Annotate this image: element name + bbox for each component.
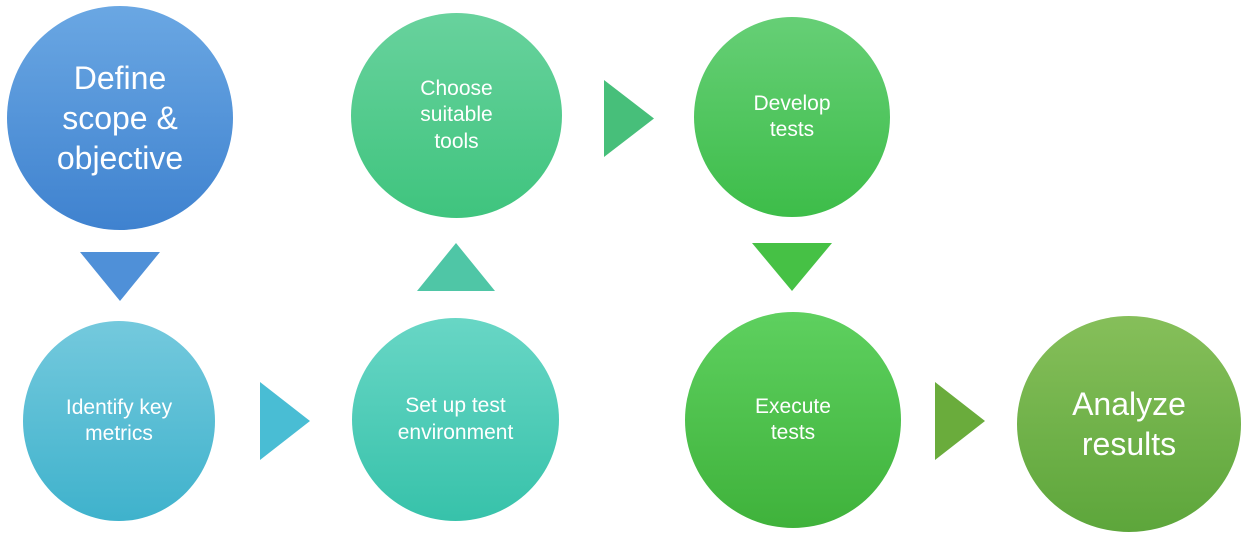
step-develop-tests: Develop tests xyxy=(694,17,890,217)
arrow-right-icon xyxy=(935,382,985,460)
step-develop-tests-label: Develop tests xyxy=(753,91,831,141)
arrow-right-icon xyxy=(604,80,654,157)
arrow-right-icon xyxy=(260,382,310,460)
arrow-down-icon xyxy=(80,252,160,301)
arrow-down-icon xyxy=(752,243,832,291)
step-execute-tests: Execute tests xyxy=(685,312,901,528)
step-define-scope-label: Define scope & objective xyxy=(56,60,184,176)
step-analyze-results-label: Analyze results xyxy=(1072,386,1186,462)
step-setup-environment: Set up test environment xyxy=(352,318,559,521)
step-execute-tests-label: Execute tests xyxy=(755,394,831,444)
step-identify-metrics: Identify key metrics xyxy=(23,321,215,521)
step-choose-tools-label: Choose suitable tools xyxy=(420,77,493,153)
arrow-up-icon xyxy=(417,243,495,291)
step-choose-tools: Choose suitable tools xyxy=(351,13,562,218)
step-identify-metrics-label: Identify key metrics xyxy=(65,395,173,445)
step-setup-environment-label: Set up test environment xyxy=(397,394,514,444)
step-analyze-results: Analyze results xyxy=(1017,316,1241,532)
step-define-scope: Define scope & objective xyxy=(7,6,233,230)
